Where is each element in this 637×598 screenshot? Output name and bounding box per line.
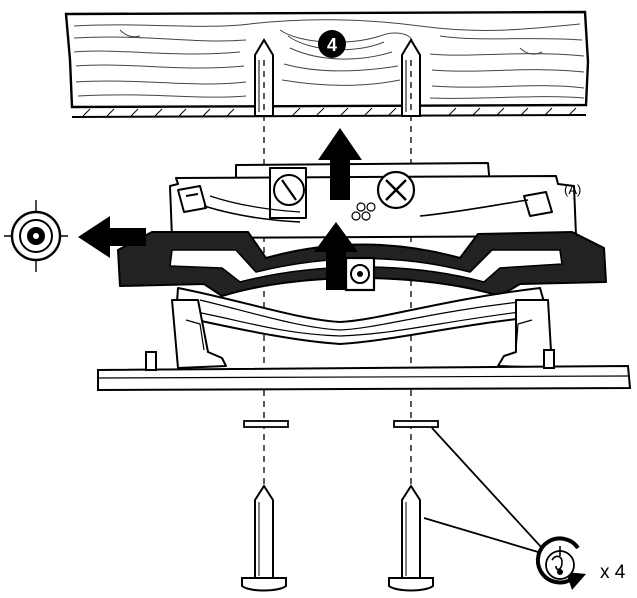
step-number: 4 [327, 35, 337, 55]
step-number-badge: 4 [318, 30, 346, 58]
slot-screw-icon [273, 174, 305, 206]
washer-left [243, 420, 289, 428]
screw-tighten-icon [535, 536, 586, 590]
mounting-screw-left [241, 484, 287, 592]
washer-right [393, 420, 439, 428]
hex-screw-icon [344, 256, 376, 292]
mount-bracket [117, 162, 607, 369]
base-plate [97, 349, 632, 392]
wall-plug-right [401, 38, 421, 117]
mounting-screw-right [388, 484, 434, 592]
leader-lines [423, 427, 543, 553]
target-icon [4, 200, 68, 272]
quantity-label: x 4 [600, 562, 626, 583]
phillips-screw-icon [376, 170, 416, 210]
wood-ceiling-board [64, 10, 590, 118]
arrow-up-small [314, 222, 358, 290]
part-label: (A) [564, 182, 581, 197]
arrow-up-large [318, 128, 362, 200]
decorative-dots [351, 202, 376, 221]
wall-plug-left [254, 38, 274, 117]
arrow-left [78, 216, 146, 258]
